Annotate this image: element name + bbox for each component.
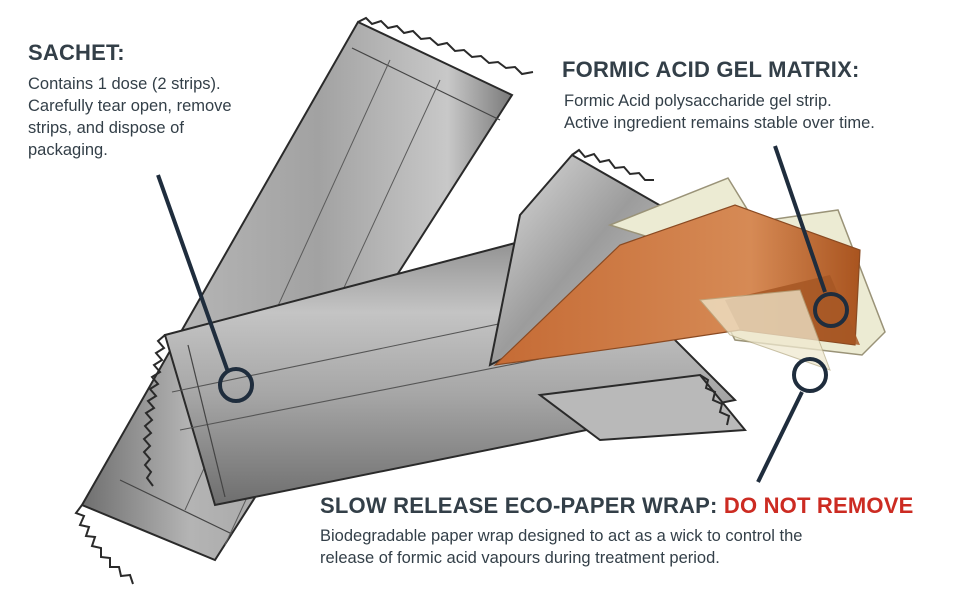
sachet-callout-title: SACHET: (28, 40, 125, 65)
paper-wrap-description-line: Biodegradable paper wrap designed to act… (320, 527, 803, 545)
gel-matrix-pointer (773, 145, 849, 328)
gel-matrix-description-line: Active ingredient remains stable over ti… (564, 114, 875, 132)
sachet-open-flap (488, 148, 747, 442)
paper-wrap-callout-title: SLOW RELEASE ECO-PAPER WRAP: DO NOT REMO… (320, 493, 913, 519)
paper-wrap-title-text: SLOW RELEASE ECO-PAPER WRAP: (320, 493, 718, 518)
sachet-pointer (156, 174, 254, 403)
paper-wrap-pointer (756, 357, 828, 483)
paper-wrap-description-line: release of formic acid vapours during tr… (320, 549, 720, 567)
paper-wrap-callout-description: Biodegradable paper wrap designed to act… (320, 525, 802, 569)
gel-matrix-callout-title: FORMIC ACID GEL MATRIX: (562, 57, 860, 82)
sachet-callout-description: Contains 1 dose (2 strips). Carefully te… (28, 73, 232, 161)
formic-acid-gel-strip (493, 204, 861, 371)
sachet-description-line: Carefully tear open, remove (28, 97, 232, 115)
sachet-description-line: Contains 1 dose (2 strips). (28, 75, 221, 93)
gel-matrix-description-line: Formic Acid polysaccharide gel strip. (564, 92, 832, 110)
gel-matrix-callout-description: Formic Acid polysaccharide gel strip. Ac… (564, 90, 875, 134)
sachet-description-line: packaging. (28, 141, 108, 159)
sachet-description-line: strips, and dispose of (28, 119, 184, 137)
do-not-remove-warning: DO NOT REMOVE (723, 493, 914, 518)
